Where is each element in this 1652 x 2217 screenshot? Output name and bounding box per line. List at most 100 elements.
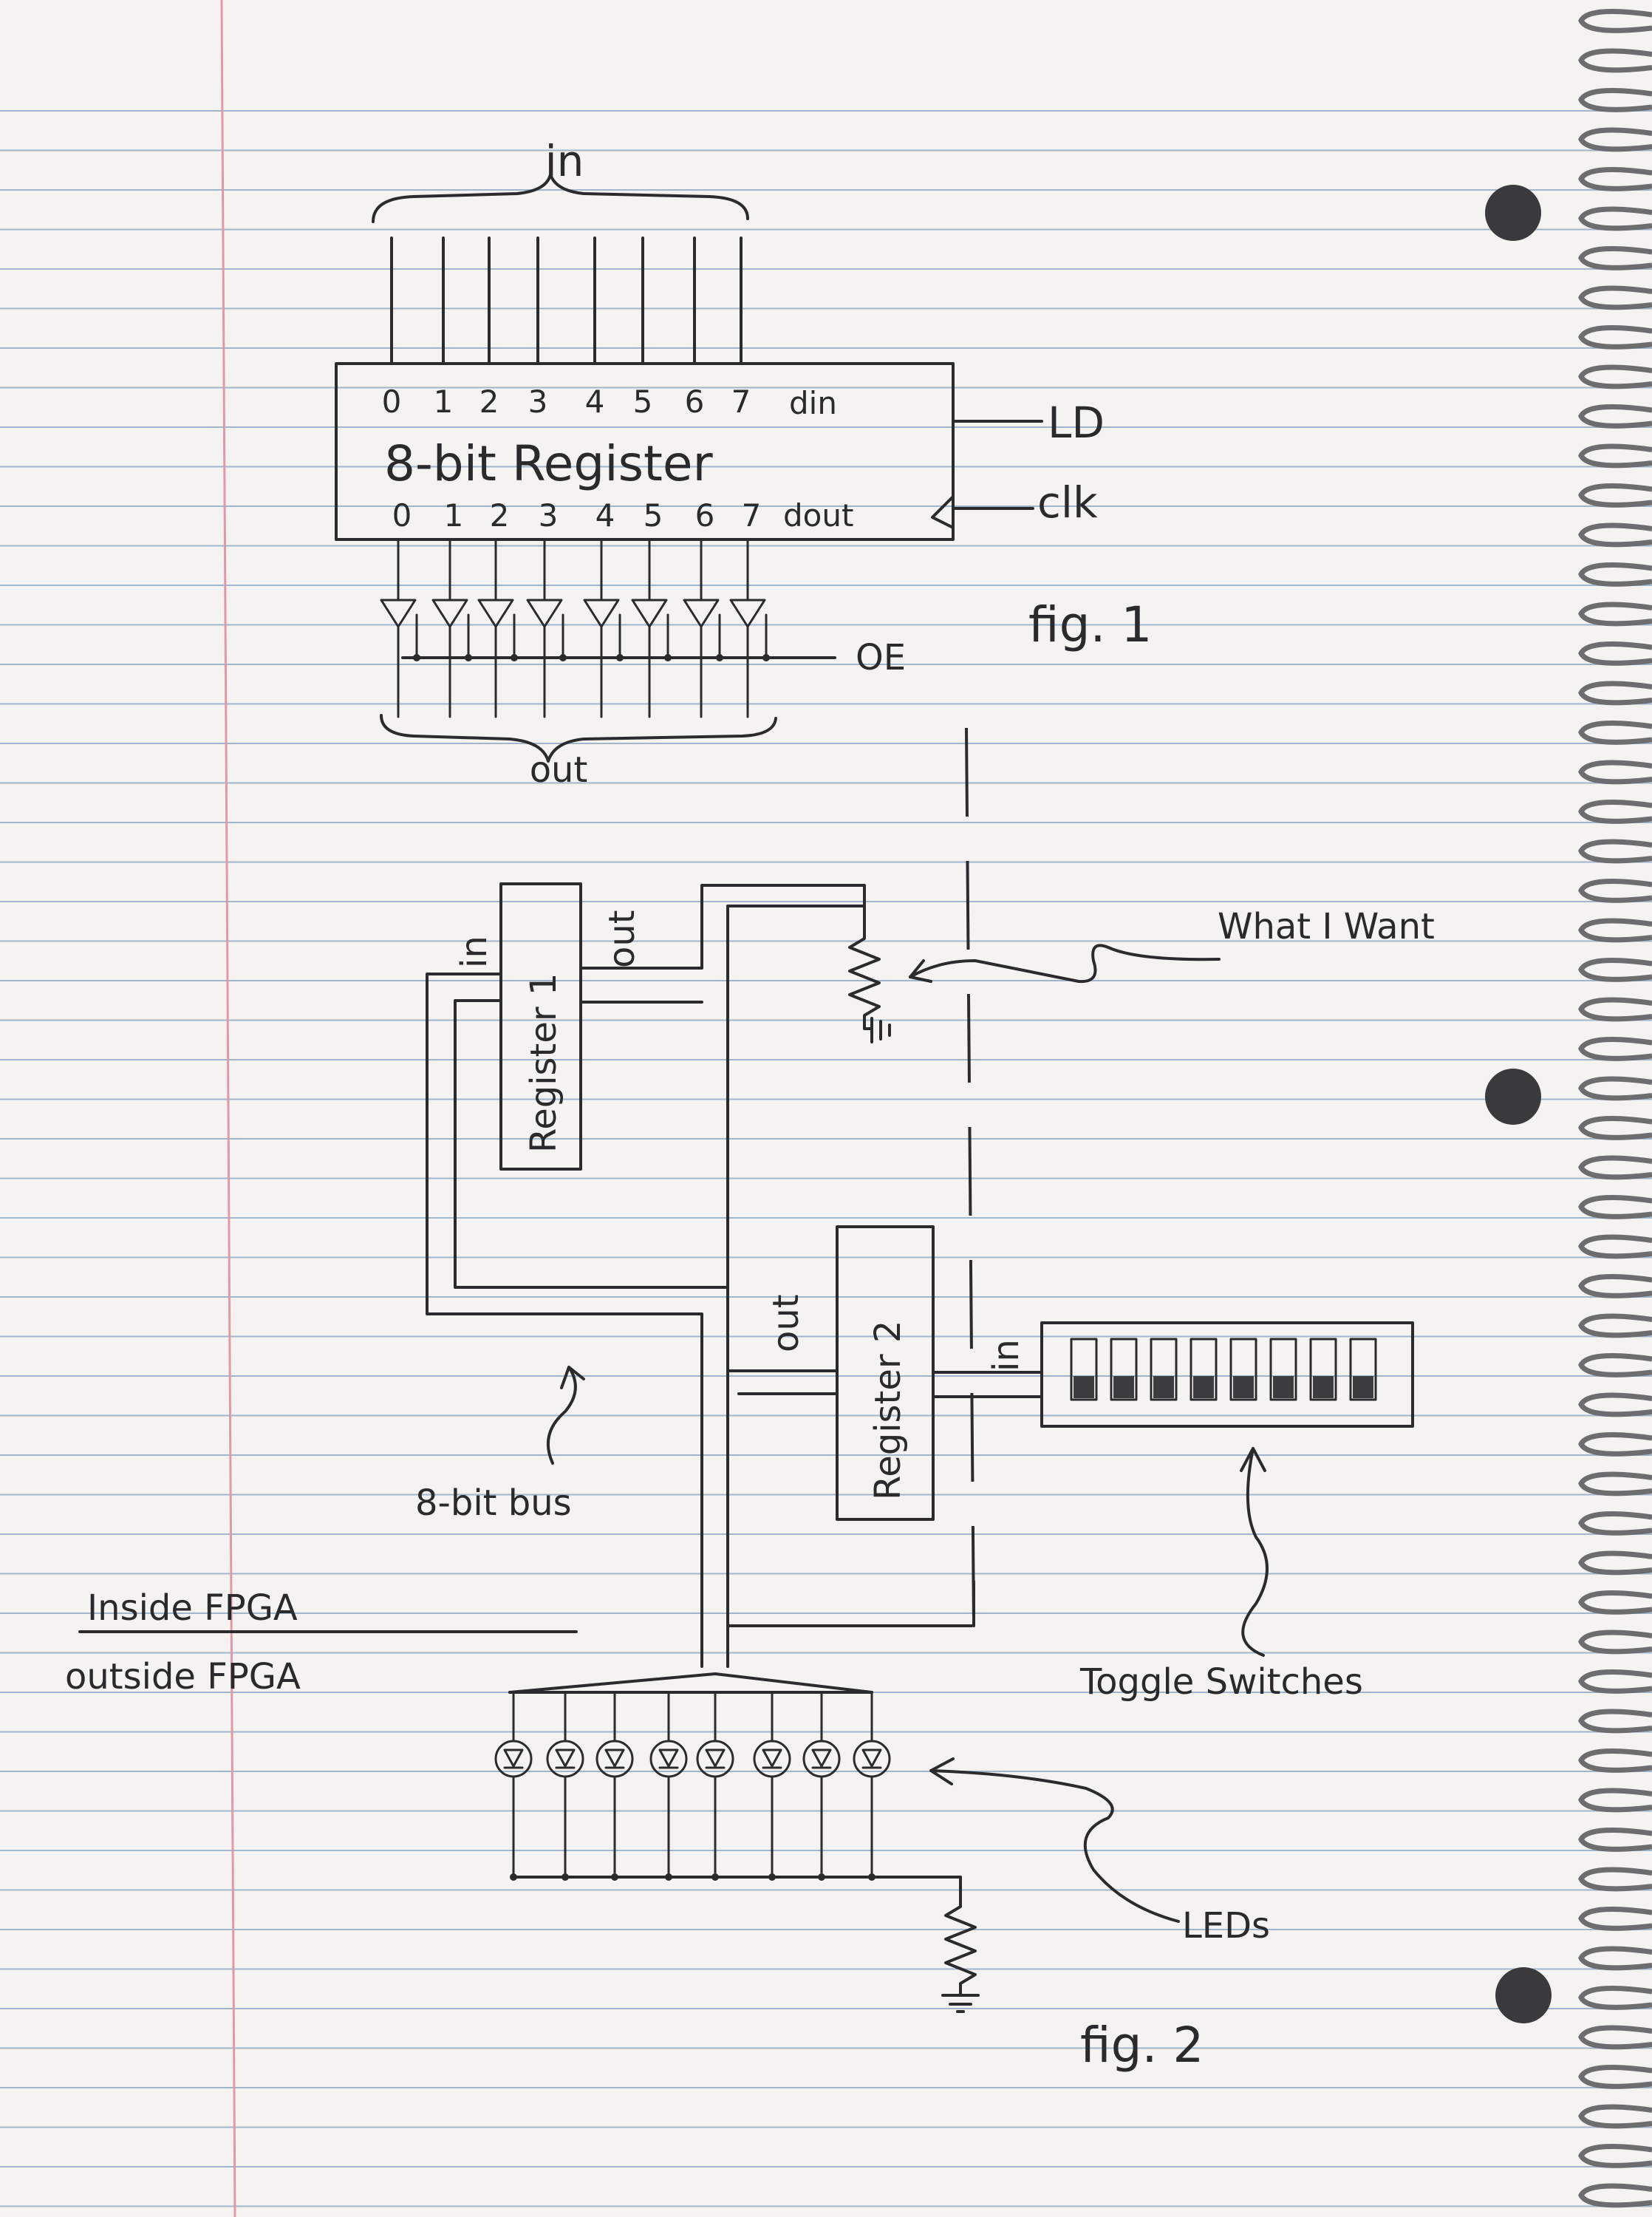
- leds-label: LEDs: [1182, 1905, 1270, 1947]
- led-diode-symbol: [658, 1748, 679, 1769]
- register-1-in-label: in: [454, 936, 495, 968]
- clk-triangle: [931, 495, 955, 529]
- toggle-switch: [1150, 1338, 1178, 1401]
- spiral-ring: [1578, 1471, 1652, 1496]
- din-label: din: [789, 385, 837, 421]
- spiral-ring: [1578, 562, 1652, 587]
- spiral-ring: [1578, 1828, 1652, 1852]
- dout-pin: 2: [490, 497, 510, 534]
- spiral-ring: [1578, 958, 1652, 982]
- din-pin: 1: [434, 384, 454, 420]
- spiral-ring: [1578, 918, 1652, 943]
- spiral-ring: [1578, 1353, 1652, 1377]
- ruled-lines: [0, 110, 1652, 2207]
- spiral-ring: [1578, 1155, 1652, 1180]
- din-pin: 5: [633, 384, 653, 420]
- toggle-switch-lever: [1313, 1376, 1334, 1398]
- led-diode-symbol: [762, 1748, 782, 1769]
- spiral-ring: [1578, 167, 1652, 191]
- spiral-ring: [1578, 522, 1652, 548]
- register-1-label: Register 1: [523, 973, 564, 1153]
- toggle-switch: [1229, 1338, 1257, 1401]
- spiral-ring: [1578, 1234, 1652, 1259]
- spiral-ring: [1578, 1550, 1652, 1576]
- spiral-ring: [1578, 1432, 1652, 1457]
- spiral-ring: [1578, 2183, 1652, 2208]
- toggle-switch: [1269, 1338, 1297, 1401]
- spiral-ring: [1578, 285, 1652, 310]
- register-2-label: Register 2: [867, 1321, 909, 1500]
- toggle-switch: [1070, 1338, 1098, 1401]
- tristate-buffer: [631, 599, 668, 628]
- tristate-buffer: [477, 599, 514, 628]
- outside-fpga-label: outside FPGA: [65, 1656, 301, 1697]
- spiral-ring: [1578, 443, 1652, 469]
- clk-label: clk: [1037, 477, 1098, 528]
- register-8bit-box: [335, 362, 955, 541]
- led-diode-symbol: [503, 1748, 524, 1769]
- spiral-ring: [1578, 206, 1652, 231]
- toggle-label-arrow: [1240, 1447, 1269, 1657]
- spiral-ring: [1578, 1076, 1652, 1101]
- resistor-zigzag: [848, 922, 881, 1030]
- tristate-buffer: [380, 599, 417, 628]
- spiral-ring: [1578, 997, 1652, 1022]
- toggle-switch-lever: [1193, 1376, 1214, 1398]
- toggle-switch-lever: [1113, 1376, 1134, 1398]
- din-pin: 2: [479, 384, 499, 420]
- eight-bit-bus: [426, 884, 1043, 1668]
- spiral-ring: [1578, 760, 1652, 785]
- led-resistor: [944, 1876, 977, 1997]
- din-pin: 3: [528, 384, 548, 420]
- spiral-ring: [1578, 88, 1652, 112]
- dout-pin: 0: [392, 497, 412, 534]
- dout-pin: 3: [539, 497, 559, 534]
- bus-trunk-right: [726, 905, 866, 1668]
- spiral-ring: [1578, 1669, 1652, 1694]
- spiral-ring: [1578, 879, 1652, 903]
- led-diode-symbol: [555, 1748, 576, 1769]
- spiral-ring: [1578, 1748, 1652, 1773]
- what-i-want-label: What I Want: [1218, 906, 1435, 947]
- tristate-buffer: [729, 599, 766, 628]
- tristate-buffer: [683, 599, 720, 628]
- margin-line: [220, 0, 236, 2217]
- din-pin: 4: [585, 384, 605, 420]
- spiral-ring: [1578, 681, 1652, 706]
- spiral-ring: [1578, 1313, 1652, 1338]
- toggle-switch: [1349, 1338, 1377, 1401]
- toggle-switches-label: Toggle Switches: [1079, 1661, 1363, 1703]
- spiral-ring: [1578, 404, 1652, 429]
- bus-outer-loop: [426, 973, 703, 1668]
- spiral-ring: [1578, 1511, 1652, 1536]
- spiral-ring: [1578, 1986, 1652, 2010]
- spiral-ring: [1578, 1709, 1652, 1734]
- toggle-switch-lever: [1273, 1376, 1294, 1398]
- ld-label: LD: [1048, 398, 1105, 448]
- spiral-ring: [1578, 839, 1652, 864]
- din-pin: 6: [685, 384, 705, 420]
- leds-label-arrow: [929, 1757, 1180, 1923]
- led-diode-symbol: [811, 1748, 832, 1769]
- led-diode-symbol: [604, 1748, 625, 1769]
- spiral-ring: [1578, 2065, 1652, 2089]
- binding-holes: [1485, 185, 1552, 2023]
- bus-label: 8-bit bus: [415, 1482, 572, 1524]
- dout-pin: 4: [595, 497, 615, 534]
- din-pin: 0: [382, 384, 402, 420]
- dout-label: dout: [783, 497, 853, 534]
- toggle-switch: [1309, 1338, 1337, 1401]
- dout-pin: 1: [444, 497, 464, 534]
- out-label: out: [530, 749, 588, 791]
- spiral-ring: [1578, 1629, 1652, 1655]
- fpga-boundary-dashed: [965, 727, 975, 1627]
- bus-label-arrow: [546, 1366, 585, 1465]
- spiral-ring: [1578, 641, 1652, 666]
- register-2-out-label: out: [765, 1294, 807, 1352]
- spiral-ring: [1578, 1274, 1652, 1298]
- bus-reg1-out-upper: [579, 884, 866, 970]
